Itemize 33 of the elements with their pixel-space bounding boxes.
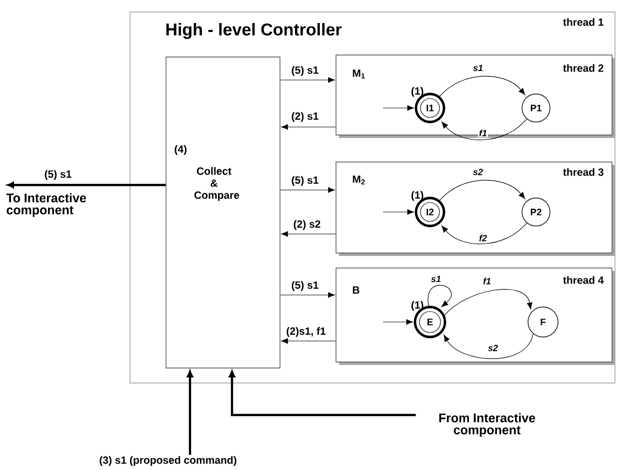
arrow: [444, 333, 534, 360]
arrow: [281, 124, 336, 130]
edge-label: (2)s1, f1: [285, 326, 327, 338]
arrow: [280, 292, 335, 298]
arrow: [442, 118, 528, 140]
arrow: [439, 76, 526, 97]
component-label: From Interactive component: [439, 413, 536, 437]
edge-label: (2) s1: [290, 111, 320, 123]
arrow: [382, 105, 414, 111]
arrow: [428, 284, 452, 307]
arrow: [382, 319, 413, 325]
edge-label: (2) s2: [292, 219, 322, 231]
collect-compare-box: (4) Collect & Compare: [166, 56, 280, 368]
arrow: [444, 289, 532, 316]
edge-label: (5) s1: [290, 65, 320, 77]
edge-label: (5) s1: [290, 280, 320, 292]
arrow: [280, 187, 335, 193]
edge-label: (5) s1: [290, 175, 320, 187]
edge-label: f2: [478, 234, 488, 242]
arrow: [186, 370, 194, 455]
arrow: [228, 370, 416, 416]
edge-label: f1: [478, 128, 488, 138]
component-label: (3) s1 (proposed command): [100, 456, 236, 466]
arrow: [281, 338, 336, 344]
arrow: [280, 77, 335, 83]
arrow: [382, 209, 414, 215]
edge-label: (5) s1: [43, 169, 73, 181]
edge-label: f1: [482, 276, 492, 286]
arrow: [442, 222, 528, 244]
arrow: [281, 231, 336, 237]
component-label: To Interactive component: [6, 193, 86, 217]
arrow: [7, 182, 166, 188]
arrow: [439, 180, 526, 201]
